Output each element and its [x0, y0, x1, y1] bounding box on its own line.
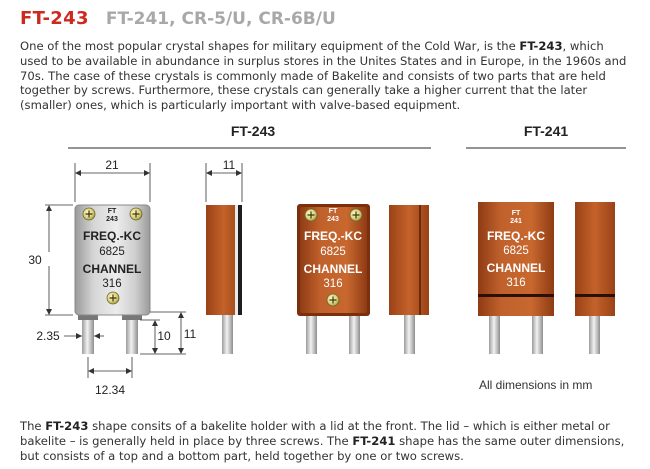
dimension-pin-outer-label: 11	[184, 327, 197, 341]
channel-label: CHANNEL	[487, 261, 546, 275]
outro-text-2: shape consits of a bakelite holder with …	[20, 419, 610, 448]
screw-slot	[132, 210, 140, 218]
crystal-ft241-side	[575, 202, 615, 354]
crystal-ft243-bakelite-side	[389, 205, 429, 354]
crystal-ft243-side	[206, 205, 242, 354]
channel-value: 316	[102, 278, 121, 290]
pin-collar-right	[122, 312, 142, 320]
intro-paragraph: One of the most popular crystal shapes f…	[20, 39, 635, 113]
crystal-body	[74, 204, 151, 316]
freq-value: 6825	[99, 246, 125, 258]
intro-text-1: One of the most popular crystal shapes f…	[20, 39, 520, 53]
crystal-lid-metal	[235, 205, 238, 315]
freq-value: 6825	[503, 245, 529, 257]
crystal-ft243-metal-front: FT 243 FREQ.-KC 6825 CHANNEL 316	[74, 204, 151, 354]
freq-label: FREQ.-KC	[487, 229, 545, 243]
channel-label: CHANNEL	[304, 262, 363, 276]
crystal-split-line	[478, 294, 554, 297]
channel-value: 316	[323, 278, 342, 290]
pin-collar-left	[78, 312, 98, 320]
dimensions-note: All dimensions in mm	[479, 378, 592, 392]
dimension-height: 30	[28, 204, 73, 316]
crystal-lid-edge	[238, 205, 242, 315]
ft-type-label: 241	[510, 218, 522, 225]
pin-right	[126, 317, 138, 354]
crystal-ft243-bakelite-front: FT 243 FREQ.-KC 6825 CHANNEL 316	[297, 204, 370, 354]
dimension-width-label: 21	[105, 158, 119, 172]
page-header: FT-243 FT-241, CR-5/U, CR-6B/U	[20, 8, 336, 29]
dimension-height-label: 30	[28, 253, 42, 267]
freq-label: FREQ.-KC	[304, 229, 362, 243]
pin-left	[306, 315, 317, 354]
crystal-split-line	[575, 294, 615, 297]
section-title-ft241: FT-241	[524, 123, 569, 139]
pin-side	[222, 314, 233, 354]
freq-value: 6825	[320, 246, 346, 258]
dimension-pin-offset: 2.35	[36, 329, 104, 343]
section-title-ft243: FT-243	[231, 123, 276, 139]
outro-bold-ft243: FT-243	[45, 419, 89, 433]
ft-label: FT	[108, 208, 117, 215]
screw-slot	[85, 210, 93, 218]
pin-left	[82, 317, 94, 354]
channel-value: 316	[506, 277, 525, 289]
ft-label: FT	[329, 208, 338, 215]
intro-bold-ft243: FT-243	[519, 39, 563, 53]
pin-side	[589, 314, 600, 354]
freq-label: FREQ.-KC	[83, 229, 141, 243]
outro-text-1: The	[20, 419, 46, 433]
crystal-body	[300, 207, 367, 313]
outro-text-3: shape has the same outer dimensions, but…	[20, 433, 625, 463]
dimension-pin-spacing-label: 12.34	[95, 383, 125, 397]
crystal-side-body	[575, 202, 615, 316]
page-aliases: FT-241, CR-5/U, CR-6B/U	[105, 9, 336, 29]
pin-left	[489, 314, 500, 354]
dimension-pin-spacing: 12.34	[87, 357, 133, 397]
intro-text-2: , which used to be available in abundanc…	[20, 39, 627, 113]
dimension-depth-label: 11	[223, 158, 236, 172]
ft-type-label: 243	[327, 216, 339, 223]
dimension-depth: 11	[205, 158, 243, 202]
crystal-ft241-front: FT 241 FREQ.-KC 6825 CHANNEL 316	[478, 202, 554, 354]
pin-side	[404, 314, 415, 354]
dimension-pin-inner-label: 10	[157, 329, 171, 343]
outro-bold-ft241: FT-241	[352, 433, 396, 448]
dimension-width: 21	[74, 158, 151, 202]
crystal-side-body	[389, 205, 429, 315]
ft-type-label: 243	[106, 216, 118, 223]
dimension-pin-offset-label: 2.35	[36, 329, 60, 343]
screw-slot	[109, 294, 117, 302]
page-title: FT-243	[20, 8, 89, 29]
channel-label: CHANNEL	[83, 262, 142, 276]
pin-right	[349, 315, 360, 354]
pin-right	[532, 314, 543, 354]
ft-label: FT	[512, 210, 521, 217]
crystal-lid-seam	[419, 205, 421, 315]
dimension-pin-length: 10 11	[140, 311, 197, 355]
outro-paragraph: The FT-243 shape consits of a bakelite h…	[20, 419, 635, 463]
